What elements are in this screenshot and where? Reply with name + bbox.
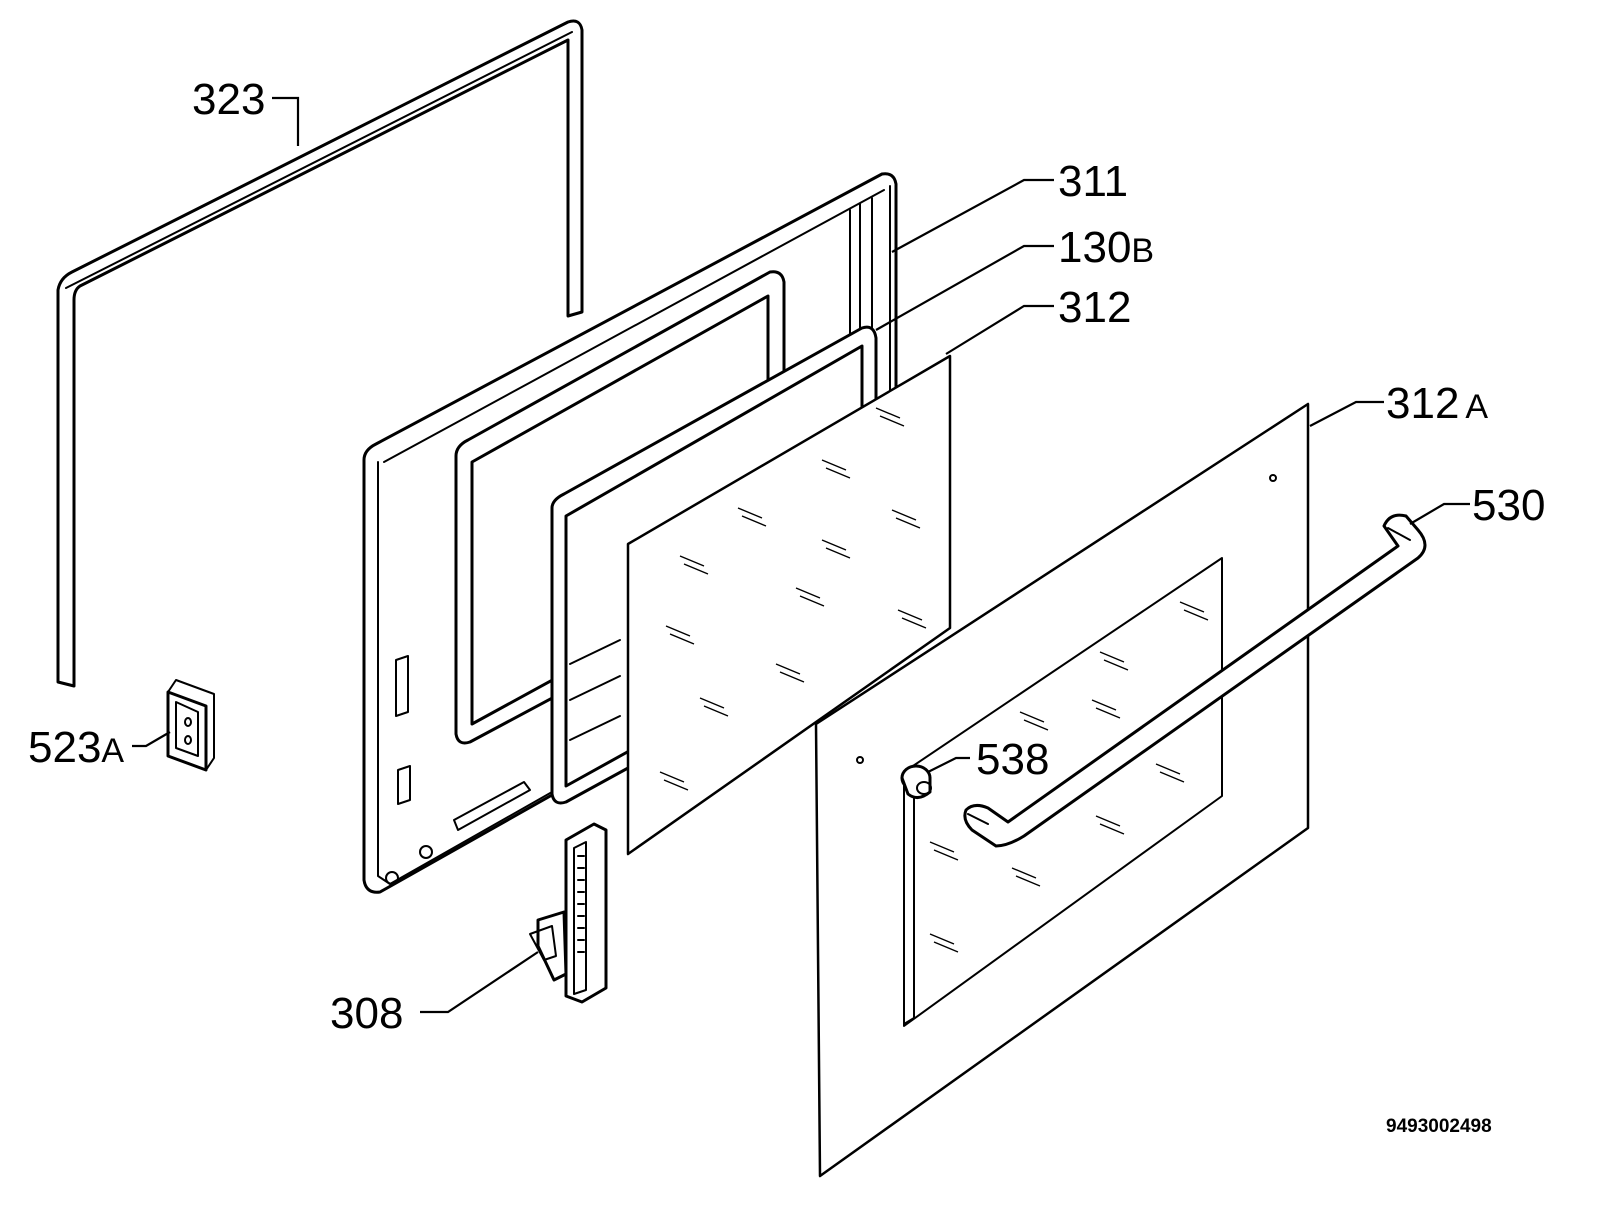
- callout-311: 311: [1058, 157, 1128, 206]
- callout-312: 312: [1058, 283, 1131, 332]
- door-hinge-308: [529, 822, 608, 1004]
- leader-308: [420, 951, 539, 1014]
- door-handle-530: [963, 513, 1427, 848]
- leader-311: [891, 178, 1054, 253]
- latch-bracket-523a: [166, 679, 215, 772]
- leader-312a: [1309, 400, 1384, 427]
- callout-130b: 130B: [1058, 223, 1154, 272]
- leader-538: [927, 756, 970, 773]
- leader-312: [945, 304, 1054, 355]
- leader-130b: [875, 244, 1054, 331]
- callout-308: 308: [330, 989, 403, 1038]
- leader-523a: [132, 731, 171, 748]
- door-gasket-323: [56, 19, 584, 688]
- leader-323: [272, 96, 300, 146]
- callout-523a: 523A: [28, 723, 124, 772]
- callout-530: 530: [1472, 481, 1545, 530]
- callout-538: 538: [976, 735, 1049, 784]
- leader-lines: [132, 96, 1470, 1014]
- document-id: 9493002498: [1386, 1116, 1492, 1137]
- handle-spacer-538: [900, 764, 932, 799]
- inner-glass-pane-312: [626, 354, 952, 856]
- leader-530: [1409, 502, 1470, 525]
- callout-323: 323: [192, 75, 265, 124]
